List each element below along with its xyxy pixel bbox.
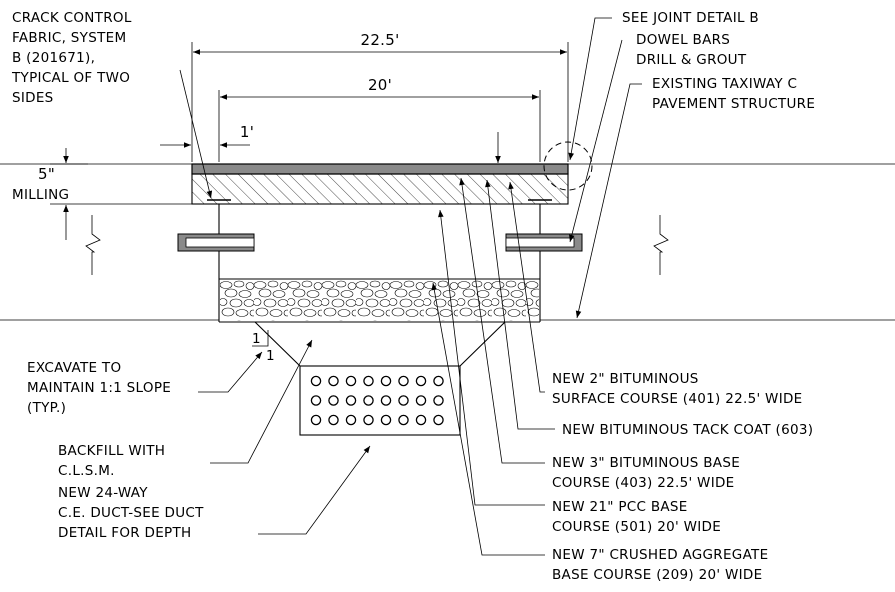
duct-conduit <box>328 375 339 387</box>
svg-text:COURSE (403) 22.5' WIDE: COURSE (403) 22.5' WIDE <box>552 475 735 491</box>
svg-text:DETAIL FOR DEPTH: DETAIL FOR DEPTH <box>58 525 191 541</box>
leader-lines <box>179 17 642 556</box>
svg-text:C.E. DUCT-SEE DUCT: C.E. DUCT-SEE DUCT <box>58 505 204 521</box>
svg-text:NEW 24-WAY: NEW 24-WAY <box>58 485 148 501</box>
duct-conduit <box>380 414 392 426</box>
duct-conduit <box>345 375 357 387</box>
callout-aggregate-base: NEW 7" CRUSHED AGGREGATE BASE COURSE (20… <box>552 547 768 583</box>
dimension-22-5: 22.5' <box>191 31 569 162</box>
duct-conduit <box>363 414 374 426</box>
svg-text:BASE COURSE (209) 20' WIDE: BASE COURSE (209) 20' WIDE <box>552 567 762 583</box>
duct-conduit <box>363 375 374 387</box>
duct-conduit <box>398 414 409 426</box>
svg-text:COURSE (501) 20' WIDE: COURSE (501) 20' WIDE <box>552 519 721 535</box>
existing-pavement-lines <box>0 163 895 321</box>
svg-text:SIDES: SIDES <box>12 90 54 106</box>
svg-text:PAVEMENT STRUCTURE: PAVEMENT STRUCTURE <box>652 96 815 112</box>
callout-excavate: EXCAVATE TO MAINTAIN 1:1 SLOPE (TYP.) <box>27 360 171 416</box>
duct-conduit <box>380 395 392 406</box>
svg-text:SEE JOINT DETAIL B: SEE JOINT DETAIL B <box>622 10 759 26</box>
callout-existing-pavement: EXISTING TAXIWAY C PAVEMENT STRUCTURE <box>652 76 815 112</box>
duct-conduit <box>345 414 357 426</box>
duct-conduit <box>415 395 427 406</box>
duct-conduit <box>328 395 339 406</box>
slope-rise: 1 <box>252 331 261 347</box>
duct-conduit <box>415 375 427 387</box>
callout-joint-detail: SEE JOINT DETAIL B <box>622 10 759 26</box>
duct-conduit <box>398 395 409 406</box>
svg-text:(TYP.): (TYP.) <box>27 400 66 416</box>
dimension-milling: 5" MILLING <box>12 148 192 240</box>
svg-text:CRACK CONTROL: CRACK CONTROL <box>12 10 132 26</box>
duct-conduit <box>433 375 444 387</box>
duct-bank <box>299 365 461 436</box>
svg-text:EXCAVATE TO: EXCAVATE TO <box>27 360 121 376</box>
svg-text:DRILL & GROUT: DRILL & GROUT <box>636 52 747 68</box>
svg-text:DOWEL BARS: DOWEL BARS <box>636 32 730 48</box>
dimension-1ft: 1' <box>160 123 501 163</box>
duct-conduit <box>328 414 339 426</box>
dowel-bar-right <box>505 233 583 252</box>
dimension-20: 20' <box>218 76 541 162</box>
svg-text:MAINTAIN 1:1 SLOPE: MAINTAIN 1:1 SLOPE <box>27 380 171 396</box>
trench-outline <box>218 204 541 323</box>
bituminous-base-layer <box>191 173 569 205</box>
svg-text:NEW 21" PCC BASE: NEW 21" PCC BASE <box>552 499 688 515</box>
duct-conduit <box>310 395 322 406</box>
svg-text:B (201671),: B (201671), <box>12 50 95 66</box>
svg-text:C.L.S.M.: C.L.S.M. <box>58 463 115 479</box>
excavation-slope <box>252 321 506 367</box>
slope-run: 1 <box>266 348 275 364</box>
duct-conduit <box>398 375 409 387</box>
duct-conduit <box>415 414 427 426</box>
svg-text:NEW 3" BITUMINOUS BASE: NEW 3" BITUMINOUS BASE <box>552 455 740 471</box>
dim-milling-depth: 5" <box>38 165 55 183</box>
dim-edge-offset: 1' <box>240 123 254 141</box>
callout-backfill: BACKFILL WITH C.L.S.M. <box>58 443 165 479</box>
duct-conduit <box>433 395 444 406</box>
svg-text:NEW 7" CRUSHED AGGREGATE: NEW 7" CRUSHED AGGREGATE <box>552 547 768 563</box>
svg-text:EXISTING TAXIWAY C: EXISTING TAXIWAY C <box>652 76 797 92</box>
callout-pcc-base: NEW 21" PCC BASE COURSE (501) 20' WIDE <box>552 499 721 535</box>
svg-text:SURFACE COURSE (401) 22.5' WID: SURFACE COURSE (401) 22.5' WIDE <box>552 391 803 407</box>
duct-conduit <box>345 395 357 406</box>
svg-text:BACKFILL WITH: BACKFILL WITH <box>58 443 165 459</box>
callout-tack-coat: NEW BITUMINOUS TACK COAT (603) <box>562 422 813 438</box>
duct-conduit <box>380 375 392 387</box>
callout-surface-course: NEW 2" BITUMINOUS SURFACE COURSE (401) 2… <box>552 371 803 407</box>
duct-conduit <box>433 414 444 426</box>
duct-conduit <box>310 375 322 387</box>
duct-conduit <box>310 414 322 426</box>
callout-duct: NEW 24-WAY C.E. DUCT-SEE DUCT DETAIL FOR… <box>58 485 204 541</box>
dim-pcc-width: 20' <box>368 76 392 94</box>
duct-conduit <box>363 395 374 406</box>
dim-overall-width: 22.5' <box>360 31 399 49</box>
dowel-bar-left <box>177 233 255 252</box>
svg-text:NEW BITUMINOUS TACK COAT (603): NEW BITUMINOUS TACK COAT (603) <box>562 422 813 438</box>
callout-crack-control: CRACK CONTROL FABRIC, SYSTEM B (201671),… <box>11 10 132 106</box>
svg-text:NEW 2" BITUMINOUS: NEW 2" BITUMINOUS <box>552 371 699 387</box>
svg-text:FABRIC, SYSTEM: FABRIC, SYSTEM <box>12 30 126 46</box>
dim-milling-label: MILLING <box>12 187 69 203</box>
svg-text:TYPICAL OF TWO: TYPICAL OF TWO <box>11 70 130 86</box>
aggregate-base-layer <box>220 280 539 321</box>
callout-bituminous-base: NEW 3" BITUMINOUS BASE COURSE (403) 22.5… <box>552 455 740 491</box>
surface-course-layer <box>191 163 569 175</box>
callout-dowel-bars: DOWEL BARS DRILL & GROUT <box>636 32 747 68</box>
